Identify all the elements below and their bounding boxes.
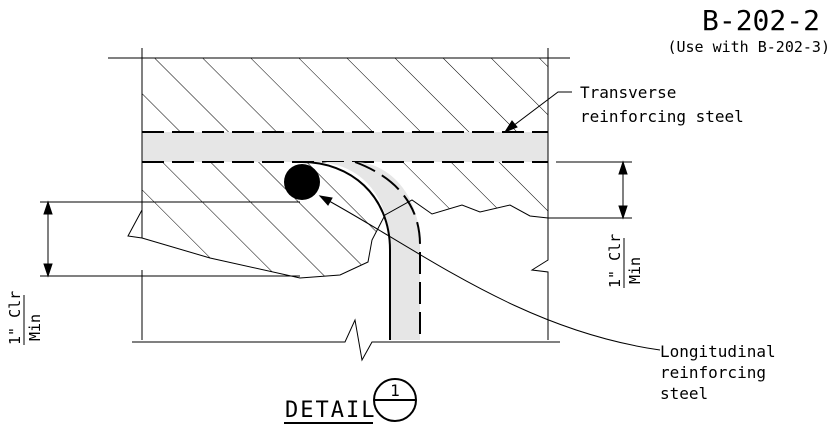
right-dimension: [548, 160, 632, 220]
leaders: [318, 91, 661, 351]
transverse-bar: [142, 132, 548, 162]
left-min-text: Min: [26, 314, 44, 341]
detail-title: DETAIL: [285, 398, 376, 423]
right-min-text: Min: [626, 257, 644, 284]
transverse-label-1: Transverse: [580, 83, 676, 102]
right-clear-text: 1" Clr: [606, 234, 624, 288]
left-dimension: [40, 200, 300, 278]
stirrup-bar: [301, 161, 421, 340]
longitudinal-label-3: steel: [660, 384, 708, 403]
section-outline: [108, 48, 570, 362]
left-clear-text: 1" Clr: [6, 291, 24, 345]
longitudinal-label-2: reinforcing: [660, 363, 766, 382]
detail-number: 1: [390, 381, 400, 400]
sheet-note: (Use with B-202-3): [667, 38, 830, 56]
sheet-number: B-202-2: [702, 4, 820, 37]
longitudinal-label-1: Longitudinal: [660, 342, 776, 361]
transverse-label-2: reinforcing steel: [580, 107, 744, 126]
longitudinal-bar: [284, 164, 320, 200]
concrete-hatch: [142, 58, 548, 278]
